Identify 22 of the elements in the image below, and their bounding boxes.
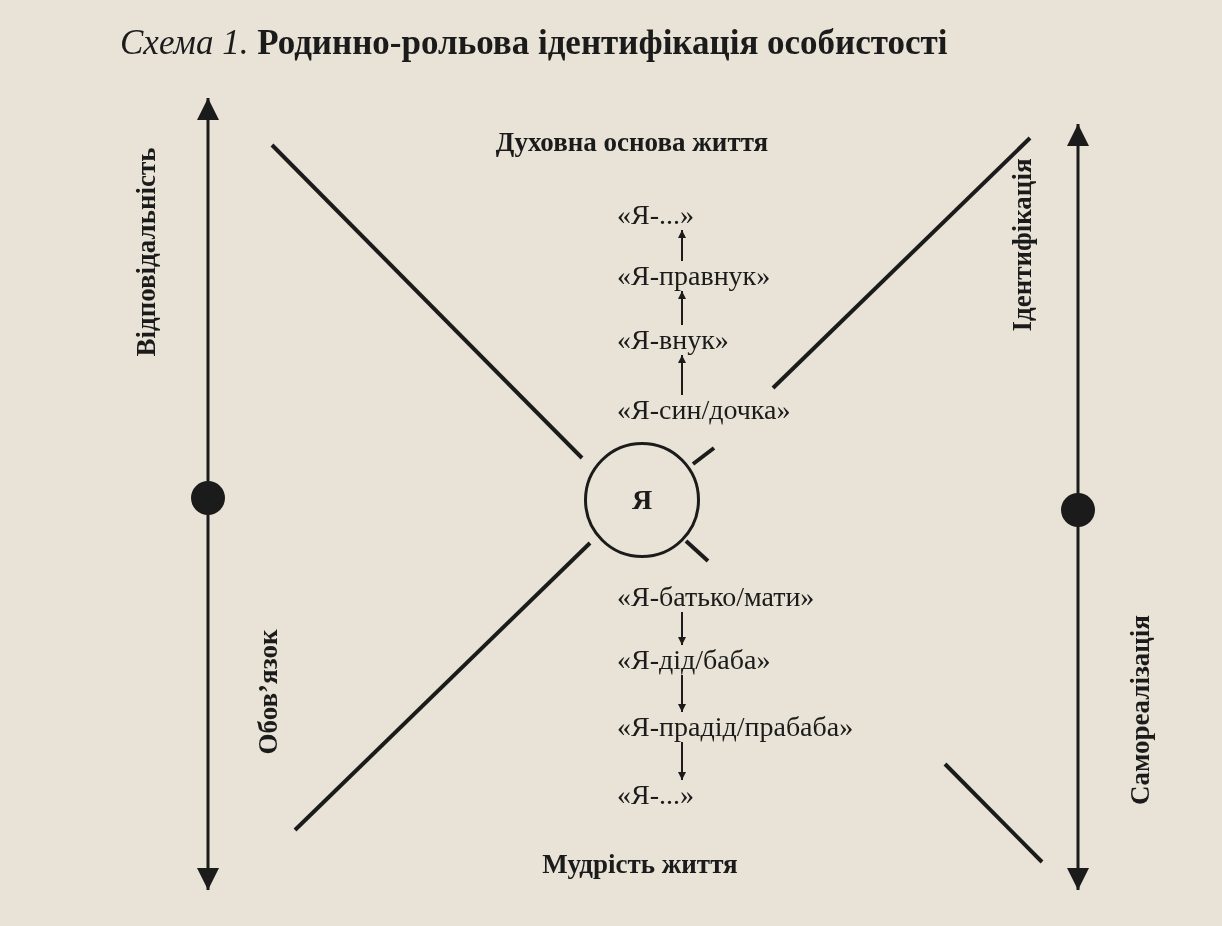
role-text: «Я-прадід/прабаба»: [617, 712, 854, 742]
arrow: [678, 354, 686, 396]
role-text: «Я-дід/баба»: [617, 645, 771, 675]
role-text: «Я-...»: [617, 780, 694, 810]
pole-label: Мудрість життя: [542, 849, 738, 879]
arrow: [678, 674, 686, 713]
axis-label: Відповідальність: [131, 147, 161, 357]
role-text: «Я-правнук»: [617, 261, 771, 291]
arrow: [678, 611, 686, 646]
pole-label: Духовна основа життя: [495, 127, 769, 157]
axis-label: Самореалізація: [1125, 615, 1155, 805]
self-circle: Я: [584, 442, 700, 558]
role-text: «Я-...»: [617, 200, 694, 230]
axis-label: Обов’язок: [253, 629, 283, 755]
arrow: [678, 229, 686, 262]
axis-label: Ідентифікація: [1007, 158, 1037, 332]
role-text: «Я-внук»: [617, 325, 729, 355]
role-text: «Я-син/дочка»: [617, 395, 791, 425]
arrow: [678, 290, 686, 326]
role-text: «Я-батько/мати»: [617, 582, 815, 612]
title: Схема 1. Родинно-рольова ідентифікація особистості: [120, 22, 948, 64]
arrow: [678, 741, 686, 781]
